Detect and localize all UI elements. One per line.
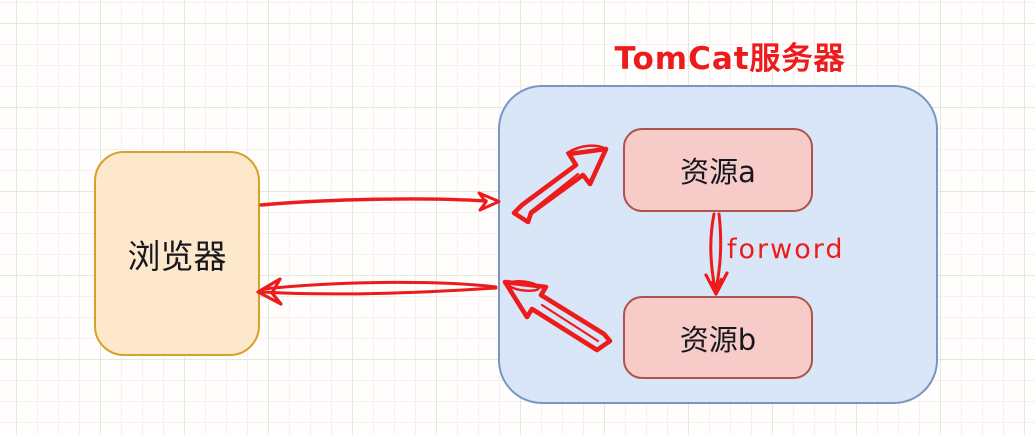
forward-arrow-label: forword — [727, 234, 845, 265]
server-title: TomCat服务器 — [614, 41, 846, 77]
resource-a-label: 资源a — [680, 155, 756, 189]
browser-node: 浏览器 — [94, 151, 260, 356]
resource-b-node: 资源b — [623, 296, 813, 379]
browser-node-label: 浏览器 — [127, 236, 227, 276]
resource-a-node: 资源a — [623, 128, 813, 212]
resource-b-label: 资源b — [679, 322, 757, 357]
request-arrow — [259, 191, 501, 212]
response-arrow — [256, 277, 498, 306]
